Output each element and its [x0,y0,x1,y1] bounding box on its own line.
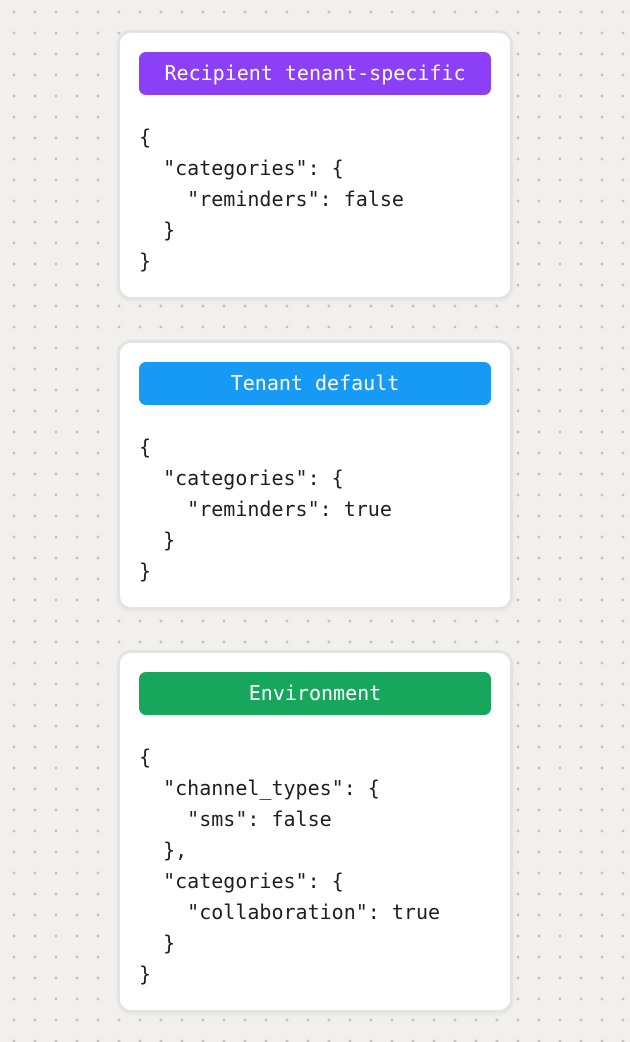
card-tenant-default: Tenant default { "categories": { "remind… [117,340,513,610]
code-block-environment: { "channel_types": { "sms": false }, "ca… [139,745,441,986]
badge-environment: Environment [139,672,491,715]
badge-recipient-tenant-specific: Recipient tenant-specific [139,52,491,95]
badge-tenant-default: Tenant default [139,362,491,405]
code-block-tenant-default: { "categories": { "reminders": true } } [139,435,392,583]
card-environment: Environment { "channel_types": { "sms": … [117,650,513,1013]
code-block-recipient-tenant-specific: { "categories": { "reminders": false } } [139,125,404,273]
card-recipient-tenant-specific: Recipient tenant-specific { "categories"… [117,30,513,300]
